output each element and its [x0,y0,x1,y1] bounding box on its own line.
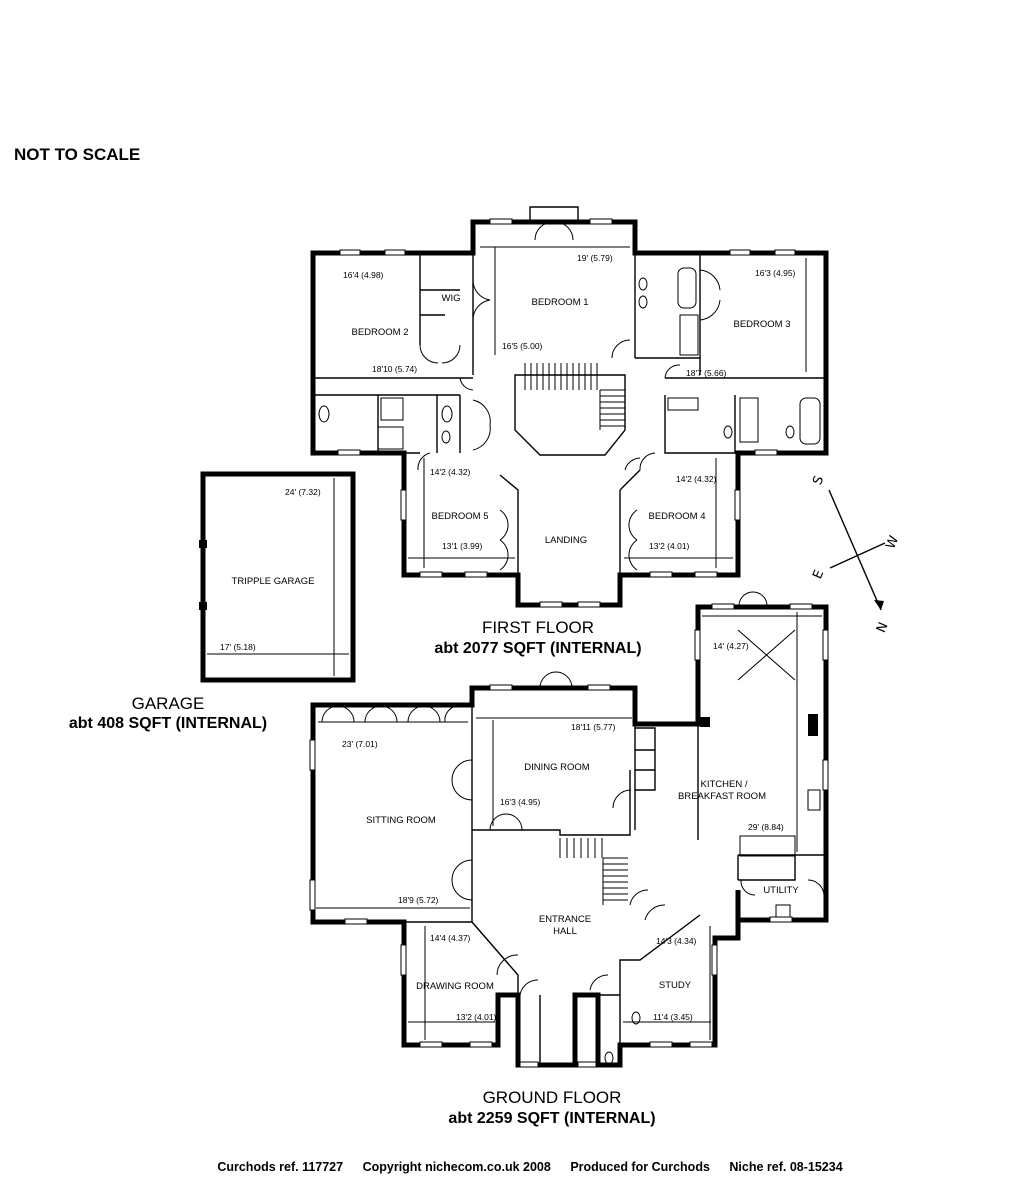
ground-floor-title: GROUND FLOOR [483,1088,622,1107]
kitchen-sink [807,789,821,811]
first-floor-windows [337,218,796,608]
wc-4 [785,425,795,439]
ground-floor: SITTING ROOM DINING ROOM KITCHEN / BREAK… [309,591,829,1127]
garage-room-label: TRIPPLE GARAGE [232,576,315,587]
utility-sink [775,904,791,918]
entrance-hall-label-line1: ENTRANCE [539,914,591,925]
garage-door-post-2 [199,602,207,610]
drawing-room-label: DRAWING ROOM [416,981,494,992]
kitchen-hob [739,835,796,857]
garage-depth-dim: 24' (7.32) [285,487,321,497]
basin-3 [638,295,648,309]
dining-room-label: DINING ROOM [524,762,590,773]
bedroom5-depth-dim: 14'2 (4.32) [430,467,471,477]
landing-label: LANDING [545,535,587,546]
ground-floor-doors [321,591,825,996]
garage-walls [200,471,356,683]
bedroom2-width-dim: 16'4 (4.98) [343,270,384,280]
shower-tray-2 [380,397,404,421]
bedroom5-width-dim: 13'1 (3.99) [442,541,483,551]
kitchen-width-dim: 14' (4.27) [713,641,749,651]
study-depth-dim: 14'3 (4.34) [656,936,697,946]
compass-n-label: N [874,620,892,635]
study-width-dim: 11'4 (3.45) [653,1012,693,1022]
compass-e-label: E [810,568,827,581]
bedroom1-width-dim: 19' (5.79) [577,253,613,263]
bedroom5-label: BEDROOM 5 [431,511,488,522]
first-floor-outer-wall [310,219,829,608]
footer: Curchods ref. 117727 Copyright nichecom.… [0,1160,1024,1174]
wc-1 [318,405,330,423]
garage: TRIPPLE GARAGE 24' (7.32) 17' (5.18) GAR… [69,471,356,732]
wig-label: WIG [442,293,461,304]
kitchen-depth-dim: 29' (8.84) [748,822,784,832]
footer-ref: Curchods ref. 117727 [217,1160,344,1174]
compass-s-label: S [810,474,827,487]
basin-2 [638,277,648,291]
bath-1 [677,267,697,309]
bedroom4-label: BEDROOM 4 [648,511,705,522]
sitting-room-label: SITTING ROOM [366,815,436,826]
shower-tray-1 [377,426,404,450]
kitchen-roof-light [737,629,796,681]
balcony-bedroom1 [529,206,579,222]
cloakroom-wc [604,1051,614,1065]
bedroom4-width-dim: 13'2 (4.01) [649,541,690,551]
first-floor-area: abt 2077 SQFT (INTERNAL) [434,640,641,657]
sitting-width-dim: 23' (7.01) [342,739,378,749]
ground-floor-partitions [404,705,826,1065]
first-floor-dimension-lines [316,246,822,568]
compass-ew-line [829,542,886,569]
dining-depth-dim: 16'3 (4.95) [500,797,541,807]
compass-ns-line [828,489,882,611]
bedroom1-label: BEDROOM 1 [531,297,588,308]
kitchen-chimney [808,714,818,736]
ground-floor-area: abt 2259 SQFT (INTERNAL) [448,1110,655,1127]
kitchen-pillar [700,717,710,727]
first-floor-stairs [524,363,625,430]
bedroom3-width-dim: 16'3 (4.95) [755,268,796,278]
entrance-hall-label-line2: HALL [553,926,577,937]
first-floor: BEDROOM 1 BEDROOM 2 BEDROOM 3 BEDROOM 4 … [310,206,829,657]
drawing-width-dim: 13'2 (4.01) [456,1012,497,1022]
footer-produced: Produced for Curchods [570,1160,710,1174]
wc-3 [723,425,733,439]
shower-tray-3 [679,314,699,356]
basin-1 [441,430,451,444]
bedroom2-depth-dim: 18'10 (5.74) [372,364,417,374]
bedroom3-label: BEDROOM 3 [733,319,790,330]
kitchen-label-line1: KITCHEN / [701,779,748,790]
study-label: STUDY [659,980,692,991]
ground-floor-windows [309,603,829,1068]
garage-width-dim: 17' (5.18) [220,642,256,652]
bedroom1-depth-dim: 16'5 (5.00) [502,341,543,351]
shower-tray-4 [739,397,759,443]
sitting-depth-dim: 18'9 (5.72) [398,895,439,905]
drawing-depth-dim: 14'4 (4.37) [430,933,471,943]
not-to-scale-note: NOT TO SCALE [14,145,141,164]
bedroom4-depth-dim: 14'2 (4.32) [676,474,717,484]
bedroom2-label: BEDROOM 2 [351,327,408,338]
wc-2 [441,405,453,423]
garage-title: GARAGE [132,694,205,713]
first-floor-doors [417,221,721,571]
footer-niche-ref: Niche ref. 08-15234 [729,1160,843,1174]
utility-label: UTILITY [763,885,799,896]
footer-copyright: Copyright nichecom.co.uk 2008 [362,1160,551,1174]
ground-floor-stairs [559,838,628,905]
kitchen-label-line2: BREAKFAST ROOM [678,791,766,802]
shower-tray-5 [667,397,699,411]
dining-width-dim: 18'11 (5.77) [571,722,616,732]
bath-2 [799,397,821,445]
compass-north-arrow [874,600,884,610]
ground-floor-dimension-lines [316,612,822,1040]
garage-door-post-1 [199,540,207,548]
first-floor-title: FIRST FLOOR [482,618,594,637]
cloakroom-basin [631,1011,641,1025]
bedroom3-depth-dim: 18'7 (5.66) [686,368,727,378]
compass-w-label: W [883,534,902,552]
garage-area: abt 408 SQFT (INTERNAL) [69,715,267,732]
